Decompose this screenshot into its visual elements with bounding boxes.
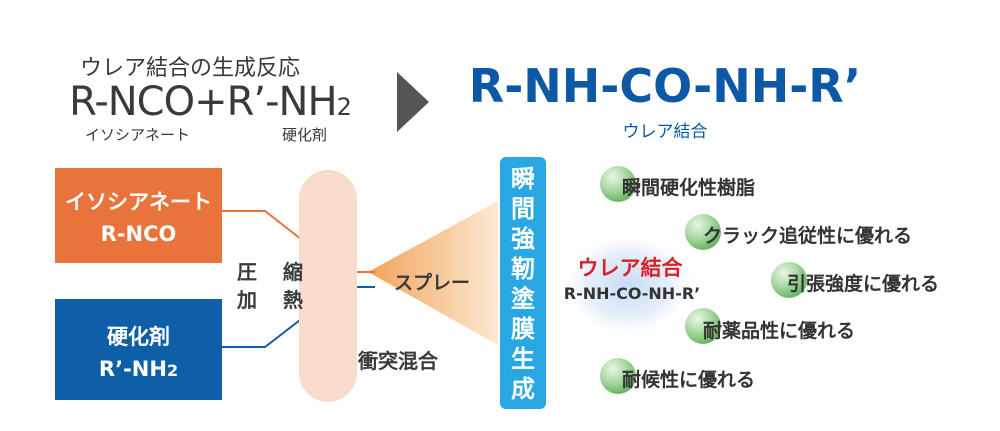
spray-cone — [368, 201, 498, 345]
hardener-name: 硬化剤 — [107, 325, 170, 349]
isocyanate-formula: R-NCO — [100, 222, 177, 246]
hardener-box: 硬化剤 R’-NH2 — [55, 299, 222, 400]
hardener-caption: 硬化剤 — [282, 126, 328, 144]
pressure-label: 圧加 — [237, 260, 257, 312]
bubble-crack — [685, 214, 721, 250]
heat-label: 縮熱 — [283, 260, 303, 312]
isocyanate-name: イソシアネート — [65, 190, 212, 214]
bubble-tensile — [771, 262, 807, 298]
banner-char: 靭 — [511, 255, 535, 283]
banner-char: 塗 — [511, 285, 535, 313]
hardener-formula-sub: 2 — [166, 361, 179, 380]
banner-char: 強 — [511, 225, 535, 253]
isocyanate-caption: イソシアネート — [85, 126, 191, 144]
equation-main: R-NCO+R’-NH — [69, 79, 337, 125]
center-glow — [558, 230, 698, 340]
film-formation-banner — [500, 157, 546, 409]
banner-char: 瞬 — [511, 165, 535, 193]
property-chemical-resistance: 耐薬品性に優れる — [703, 320, 856, 342]
hardener-formula-main: R’-NH — [98, 357, 167, 381]
bubble-instant-cure — [600, 166, 636, 202]
isocyanate-box: イソシアネート R-NCO — [55, 168, 222, 263]
film-formation-text: 瞬 間 強 靭 塗 膜 生 成 — [500, 164, 546, 404]
product-formula: R-NH-CO-NH-R’ — [468, 59, 862, 113]
property-weather-resistance: 耐候性に優れる — [622, 369, 756, 391]
arrow-right-icon — [397, 72, 429, 132]
reaction-equation: R-NCO+R’-NH2 — [45, 80, 375, 129]
mixing-pill — [299, 170, 357, 402]
banner-char: 膜 — [511, 315, 535, 343]
property-crack-following: クラック追従性に優れる — [703, 225, 913, 247]
equation-subscript: 2 — [336, 93, 352, 121]
bubble-weather — [600, 358, 636, 394]
banner-char: 生 — [511, 345, 535, 373]
banner-char: 間 — [511, 195, 535, 223]
spray-label: スプレー — [394, 272, 471, 294]
product-label: ウレア結合 — [622, 122, 708, 142]
impingement-mixing-label: 衝突混合 — [358, 349, 438, 373]
reaction-title: ウレア結合の生成反応 — [79, 56, 300, 81]
banner-char: 成 — [511, 375, 535, 403]
hardener-formula: R’-NH2 — [55, 353, 222, 387]
property-tensile-strength: 引張強度に優れる — [787, 273, 940, 295]
urea-bond-formula: R-NH-CO-NH-R’ — [563, 284, 701, 303]
bubble-chemical — [685, 308, 721, 344]
property-instant-cure: 瞬間硬化性樹脂 — [622, 177, 756, 199]
urea-bond-title: ウレア結合 — [577, 256, 683, 280]
